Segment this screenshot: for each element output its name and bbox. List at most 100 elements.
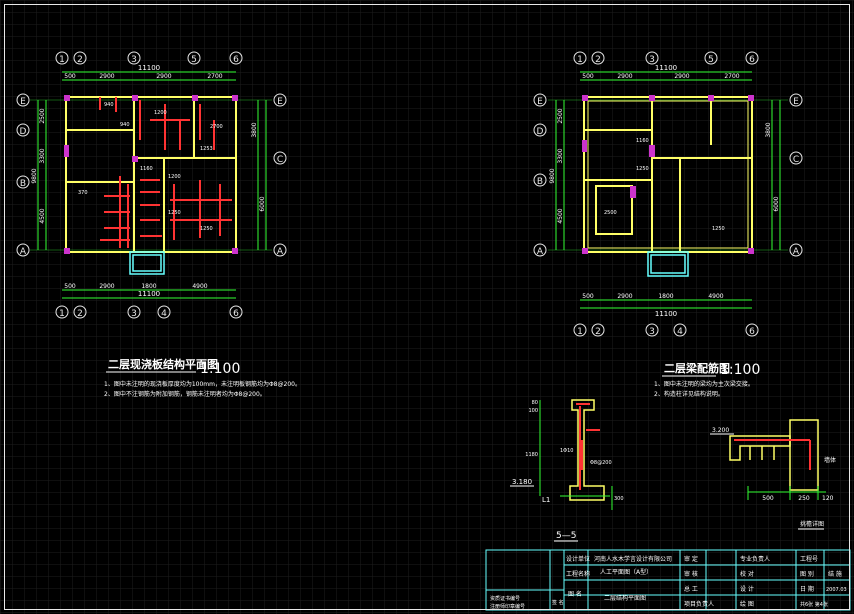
dim-total-bottom: 11100 (138, 290, 160, 298)
tb-label: 工程名称 (566, 570, 590, 578)
beam-label: 1250 (636, 166, 649, 172)
title-block (485, 549, 851, 611)
tb-value: 2007.03 (826, 587, 847, 593)
axis-bubbles-right: E C A (273, 93, 287, 257)
dim-top: 2700 (207, 73, 222, 80)
tb-label: 审 核 (684, 570, 698, 578)
axis-label: A (793, 247, 800, 257)
axis-label: 2 (77, 309, 83, 319)
dim-left: 3300 (39, 148, 46, 163)
axis-label: 4 (677, 327, 683, 337)
dim-total-top: 11100 (655, 64, 677, 72)
rebar-label: 1253 (200, 146, 213, 152)
section-dim: 1180 (525, 452, 538, 458)
beam-label: 1250 (712, 226, 725, 232)
dim-top: 2700 (724, 73, 739, 80)
detail-dim: 500 (762, 495, 774, 502)
dim-left: 4500 (557, 208, 564, 223)
axis-label: 1 (577, 327, 583, 337)
beam-label: 1160 (636, 138, 649, 144)
dim-top: 2900 (674, 73, 689, 80)
axis-label: E (537, 97, 543, 107)
rebar-label: 1250 (168, 210, 181, 216)
tb-label: 设计单位 (566, 555, 590, 563)
axis-label: 4 (161, 309, 167, 319)
axis-label: 3 (131, 55, 137, 65)
detail-wall-label: 墙体 (824, 456, 836, 464)
dim-bottom: 1800 (658, 293, 673, 300)
axis-label: A (20, 247, 27, 257)
dim-total-top: 11100 (138, 64, 160, 72)
axis-label: 5 (708, 55, 714, 65)
balcony (647, 251, 689, 277)
tb-label: 校 对 (740, 570, 754, 578)
rebar-label: 1200 (154, 110, 167, 116)
dim-bottom: 2900 (99, 283, 114, 290)
axis-bubbles-bottom: 1 2 3 4 6 (55, 305, 243, 319)
dim-left: 4500 (39, 208, 46, 223)
tb-label: 审 定 (684, 555, 698, 563)
section-title: 5—5 (556, 531, 576, 541)
axis-label: 2 (595, 55, 601, 65)
axis-label: C (277, 155, 283, 165)
dim-right: 6000 (259, 196, 266, 211)
section-dim: 300 (614, 496, 624, 502)
rebar-label: 1200 (168, 174, 181, 180)
dimension-lines (30, 71, 272, 299)
axis-label: 1 (577, 55, 583, 65)
section-rebar-label: Φ8@200 (590, 460, 612, 466)
dim-top: 500 (64, 73, 76, 80)
rebar-label: 2700 (210, 124, 223, 130)
rebar-label: 940 (104, 102, 114, 108)
balcony (129, 251, 165, 275)
axis-label: D (20, 127, 27, 137)
rebar-label: 940 (120, 122, 130, 128)
axis-bubbles-top: 1 2 3 5 6 (573, 51, 759, 65)
eave-detail: 3.200 500 250 120 墙体 挑檐详图 (710, 419, 836, 530)
plan2-note: 2、构造柱详见结构说明。 (654, 390, 724, 398)
tb-label: 专业负责人 (740, 555, 770, 563)
axis-label: 5 (191, 55, 197, 65)
dim-left: 2500 (557, 108, 564, 123)
dim-top: 2900 (156, 73, 171, 80)
section-beam-label: L1 (542, 496, 550, 504)
plan1-note: 1、图中未注明的现浇板厚度均为100mm，未注明板钢筋均为Φ8@200。 (104, 380, 301, 388)
tb-label: 签 名 (552, 599, 564, 606)
axis-bubbles-left: E D B A (533, 93, 547, 257)
tb-label: 注册师印章编号 (490, 603, 525, 610)
beam-label: 2500 (604, 210, 617, 216)
plan-slab-structure: 1 2 3 5 6 1 2 3 4 6 E D B A E C A (16, 51, 301, 398)
axis-label: 6 (749, 327, 755, 337)
rebar-label: 1160 (140, 166, 153, 172)
axis-bubbles-top: 1 2 3 5 6 (55, 51, 243, 65)
dim-bottom: 500 (64, 283, 76, 290)
dim-left: 3300 (557, 148, 564, 163)
dim-bottom: 1800 (141, 283, 156, 290)
axis-label: 1 (59, 55, 65, 65)
column-markers (64, 95, 238, 254)
tb-label: 工程号 (800, 555, 818, 563)
dim-bottom: 4900 (708, 293, 723, 300)
tb-value: 人工平面图（A型） (600, 568, 652, 576)
axis-label: 2 (77, 55, 83, 65)
tb-label: 绘 图 (740, 600, 754, 608)
dim-left-total: 9800 (31, 168, 38, 183)
plan2-labels: 1160 1250 2500 1250 (604, 138, 725, 232)
dim-top: 500 (582, 73, 594, 80)
dim-right: 3800 (251, 122, 258, 137)
plan1-note: 2、图中不注钢筋为附加钢筋，钢筋未注明者均为Φ8@200。 (104, 390, 266, 398)
section-elevation: 3.180 (512, 478, 532, 486)
detail-title: 挑檐详图 (800, 520, 824, 528)
rebar-label: 1250 (200, 226, 213, 232)
dim-right: 3800 (765, 122, 772, 137)
dim-total-bottom: 11100 (655, 310, 677, 318)
axis-label: 1 (59, 309, 65, 319)
axis-label: E (793, 97, 799, 107)
tb-sheet: 共6张 第4张 (800, 601, 828, 608)
axis-label: C (793, 155, 799, 165)
tb-value: 河南人水木学言设计有限公司 (594, 555, 672, 563)
axis-label: 2 (595, 327, 601, 337)
tb-drawing-name: 二层结构平面图 (604, 594, 646, 602)
